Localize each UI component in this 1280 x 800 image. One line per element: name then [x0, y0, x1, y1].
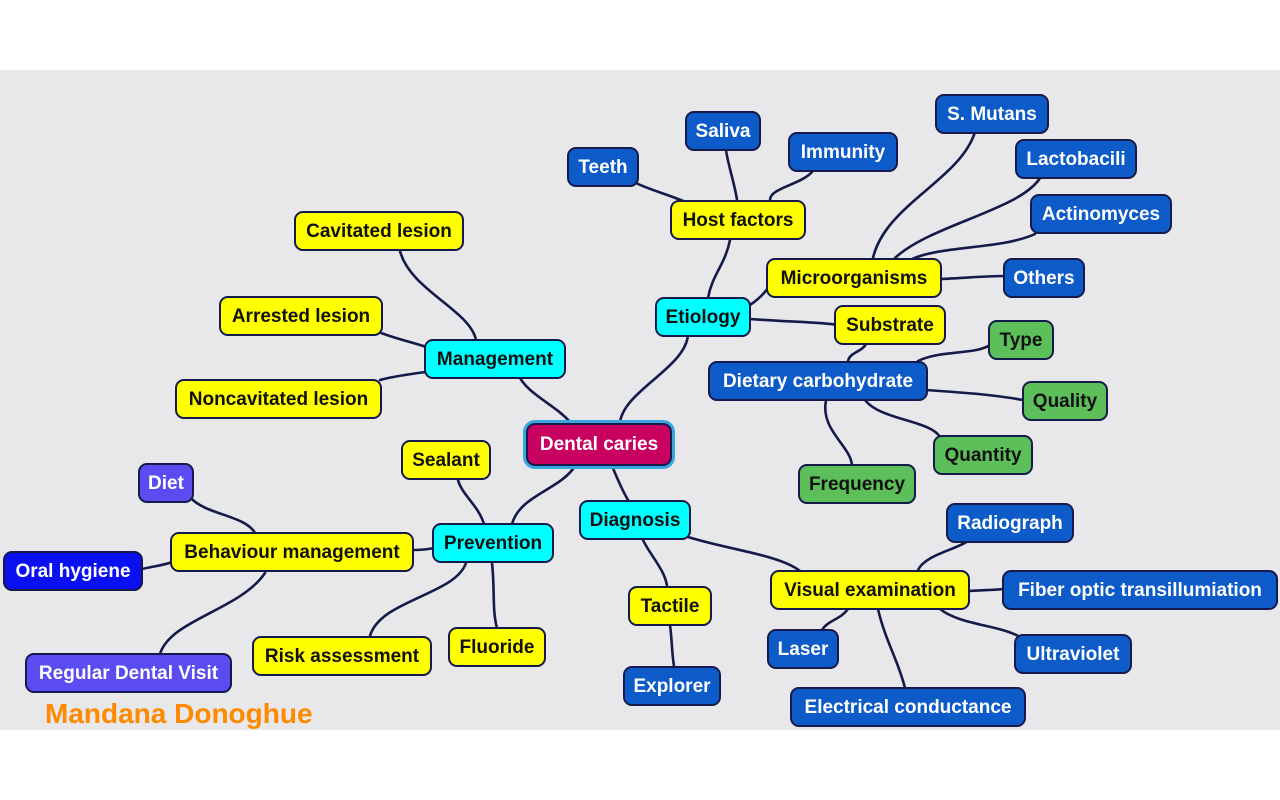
node-regular-dental-visit[interactable]: Regular Dental Visit: [25, 653, 232, 693]
node-visual-examination[interactable]: Visual examination: [770, 570, 970, 610]
node-arrested-lesion[interactable]: Arrested lesion: [219, 296, 383, 336]
node-diet[interactable]: Diet: [138, 463, 194, 503]
author-credit: Mandana Donoghue: [45, 698, 313, 729]
node-noncavitated-lesion[interactable]: Noncavitated lesion: [175, 379, 382, 419]
node-prevention[interactable]: Prevention: [432, 523, 554, 563]
node-lactobacili[interactable]: Lactobacili: [1015, 139, 1137, 179]
node-saliva[interactable]: Saliva: [685, 111, 761, 151]
node-fiber-optic[interactable]: Fiber optic transillumiation: [1002, 570, 1278, 610]
node-etiology[interactable]: Etiology: [655, 297, 751, 337]
node-diagnosis[interactable]: Diagnosis: [579, 500, 691, 540]
node-substrate[interactable]: Substrate: [834, 305, 946, 345]
node-quality[interactable]: Quality: [1022, 381, 1108, 421]
node-quantity[interactable]: Quantity: [933, 435, 1033, 475]
node-immunity[interactable]: Immunity: [788, 132, 898, 172]
node-fluoride[interactable]: Fluoride: [448, 627, 546, 667]
node-cavitated-lesion[interactable]: Cavitated lesion: [294, 211, 464, 251]
root-node[interactable]: Dental caries: [526, 423, 672, 466]
node-sealant[interactable]: Sealant: [401, 440, 491, 480]
node-tactile[interactable]: Tactile: [628, 586, 712, 626]
node-electrical-conductance[interactable]: Electrical conductance: [790, 687, 1026, 727]
node-ultraviolet[interactable]: Ultraviolet: [1014, 634, 1132, 674]
node-explorer[interactable]: Explorer: [623, 666, 721, 706]
node-management[interactable]: Management: [424, 339, 566, 379]
node-others[interactable]: Others: [1003, 258, 1085, 298]
node-s-mutans[interactable]: S. Mutans: [935, 94, 1049, 134]
node-actinomyces[interactable]: Actinomyces: [1030, 194, 1172, 234]
node-oral-hygiene[interactable]: Oral hygiene: [3, 551, 143, 591]
node-frequency[interactable]: Frequency: [798, 464, 916, 504]
node-laser[interactable]: Laser: [767, 629, 839, 669]
node-teeth[interactable]: Teeth: [567, 147, 639, 187]
node-microorganisms[interactable]: Microorganisms: [766, 258, 942, 298]
node-dietary-carbohydrate[interactable]: Dietary carbohydrate: [708, 361, 928, 401]
node-behaviour-management[interactable]: Behaviour management: [170, 532, 414, 572]
node-risk-assessment[interactable]: Risk assessment: [252, 636, 432, 676]
node-type[interactable]: Type: [988, 320, 1054, 360]
node-radiograph[interactable]: Radiograph: [946, 503, 1074, 543]
node-host-factors[interactable]: Host factors: [670, 200, 806, 240]
